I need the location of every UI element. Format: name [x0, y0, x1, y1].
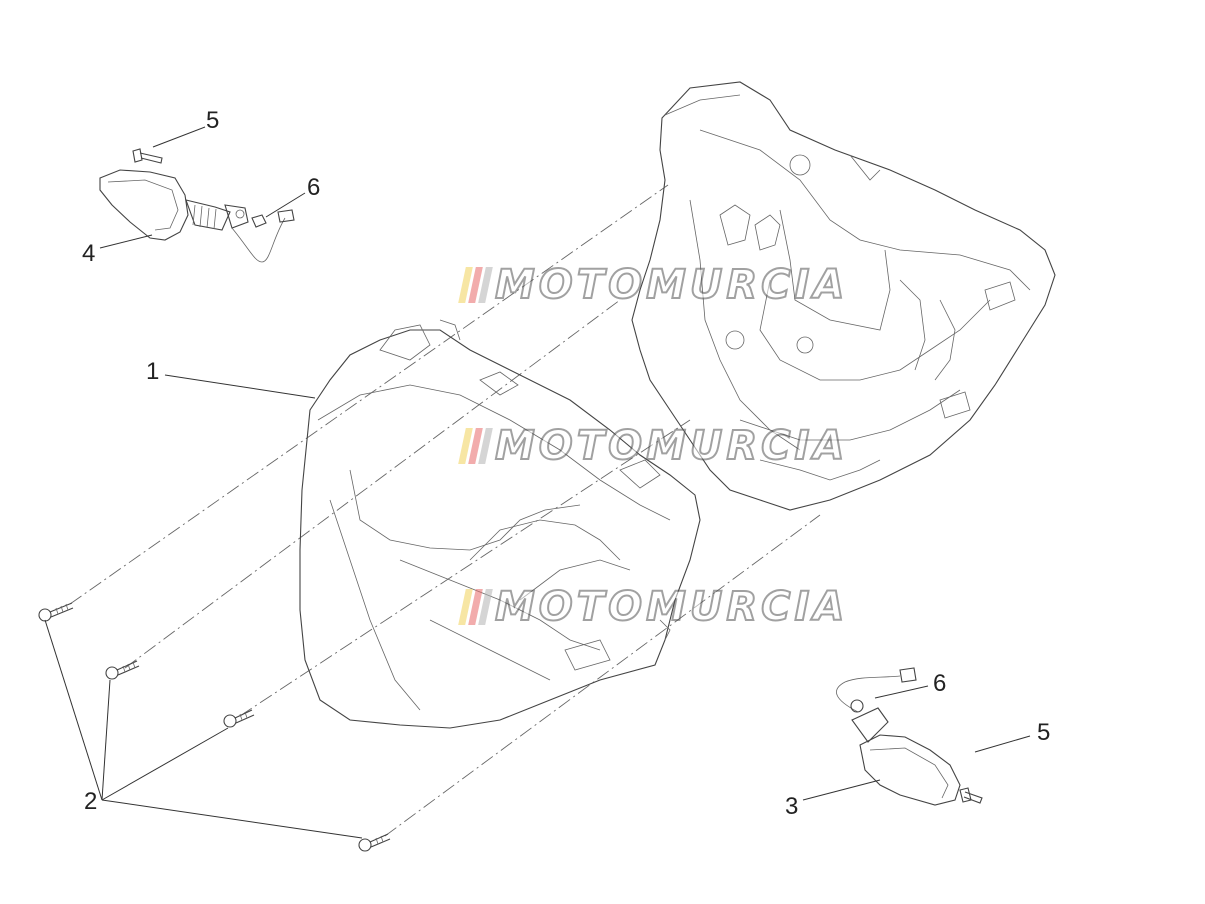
- watermark-3: MOTOMURCIA: [458, 583, 849, 631]
- screw-1: [38, 602, 74, 622]
- screws: [38, 148, 983, 852]
- callout-5-top: 5: [206, 107, 220, 134]
- bolt-top: [132, 148, 163, 164]
- callout-2: 2: [84, 788, 98, 815]
- watermark-text: MOTOMURCIA: [494, 422, 849, 470]
- flag-icon: [458, 267, 493, 303]
- callout-4: 4: [82, 240, 96, 267]
- watermark-text: MOTOMURCIA: [494, 261, 849, 309]
- watermark-text: MOTOMURCIA: [494, 583, 849, 631]
- turn-signal-left: [99, 169, 295, 263]
- flag-icon: [458, 589, 493, 625]
- callout-3: 3: [785, 793, 799, 820]
- callout-6-top: 6: [307, 174, 321, 201]
- callout-6-bottom: 6: [933, 670, 947, 697]
- assembly-lines: [69, 184, 821, 837]
- watermark-2: MOTOMURCIA: [458, 422, 849, 470]
- leader-lines: [44, 126, 1031, 839]
- screw-4: [358, 833, 391, 852]
- flag-icon: [458, 428, 493, 464]
- callout-1: 1: [146, 358, 160, 385]
- screw-2: [105, 660, 140, 680]
- headlight-assembly: [299, 319, 701, 729]
- screw-3: [223, 709, 255, 728]
- bolt-bottom: [959, 787, 983, 804]
- callout-5-bottom: 5: [1037, 719, 1051, 746]
- watermark-1: MOTOMURCIA: [458, 261, 849, 309]
- headlight-support-bracket: [631, 81, 1056, 511]
- turn-signal-right: [836, 667, 961, 806]
